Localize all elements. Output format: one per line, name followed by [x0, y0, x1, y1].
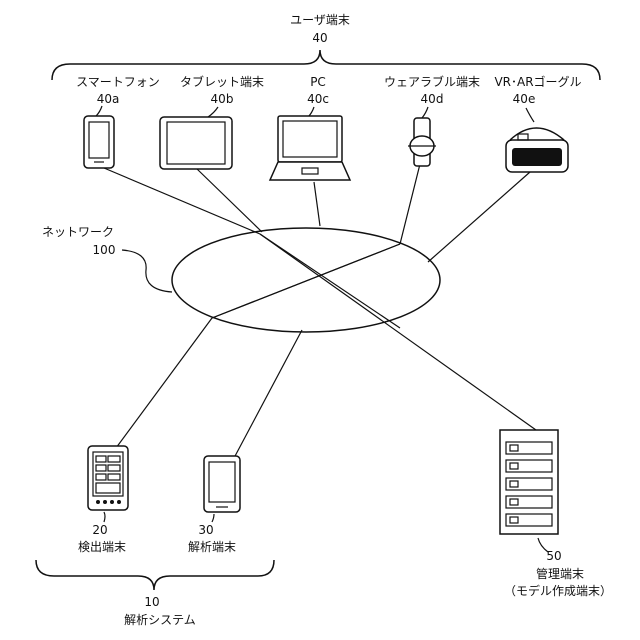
network-number: 100 [93, 243, 116, 257]
management-terminal-label: 管理端末 [536, 566, 584, 581]
vr-ar-leader [526, 108, 534, 122]
wearable-label: ウェアラブル端末 [384, 74, 480, 89]
vr-goggles-icon [506, 128, 568, 172]
analysis-system-number: 10 [144, 595, 159, 609]
line-smartphone-network [104, 168, 260, 234]
vr-ar-label: VR･ARゴーグル [494, 74, 581, 89]
detection-terminal-icon [88, 446, 128, 510]
detection-terminal-number: 20 [92, 523, 107, 537]
tablet-label: タブレット端末 [180, 74, 264, 89]
management-terminal-sublabel: （モデル作成端末） [504, 583, 612, 598]
analysis-system-label: 解析システム [124, 613, 196, 627]
vr-ar-number: 40e [513, 92, 536, 106]
network-leader [122, 250, 172, 292]
tablet-number: 40b [211, 92, 234, 106]
line-pc-network [314, 182, 320, 226]
analysis-terminal-icon [204, 456, 240, 512]
analysis-system-bracket [36, 560, 274, 590]
line-tablet-network [196, 168, 262, 232]
cross-line-b [212, 244, 400, 318]
analysis-terminal-number: 30 [198, 523, 213, 537]
smartphone-icon [84, 116, 114, 168]
line-wearable-network [400, 164, 420, 244]
pc-number: 40c [307, 92, 329, 106]
wearable-number: 40d [421, 92, 444, 106]
smartphone-number: 40a [97, 92, 120, 106]
detection-terminal-label: 検出端末 [78, 540, 126, 554]
line-analysis-network [234, 330, 302, 458]
tablet-icon [160, 117, 232, 169]
analysis-leader [212, 514, 214, 522]
pc-label: PC [310, 75, 326, 89]
server-rack-icon [500, 430, 558, 534]
user-terminal-number: 40 [312, 31, 327, 45]
line-detection-network [116, 318, 212, 448]
line-vr-network [428, 172, 530, 262]
connection-lines [104, 164, 536, 458]
cross-line-a [260, 234, 400, 328]
management-terminal-number: 50 [546, 549, 561, 563]
smartwatch-icon [408, 118, 436, 166]
wearable-leader [422, 107, 428, 118]
tablet-leader [208, 107, 218, 117]
user-terminal-title: ユーザ端末 [290, 13, 350, 27]
smartphone-label: スマートフォン [76, 75, 160, 89]
smartphone-leader [96, 106, 102, 116]
network-label: ネットワーク [42, 225, 114, 239]
analysis-terminal-label: 解析端末 [188, 540, 236, 554]
detection-leader [104, 512, 105, 522]
laptop-icon [270, 116, 350, 180]
